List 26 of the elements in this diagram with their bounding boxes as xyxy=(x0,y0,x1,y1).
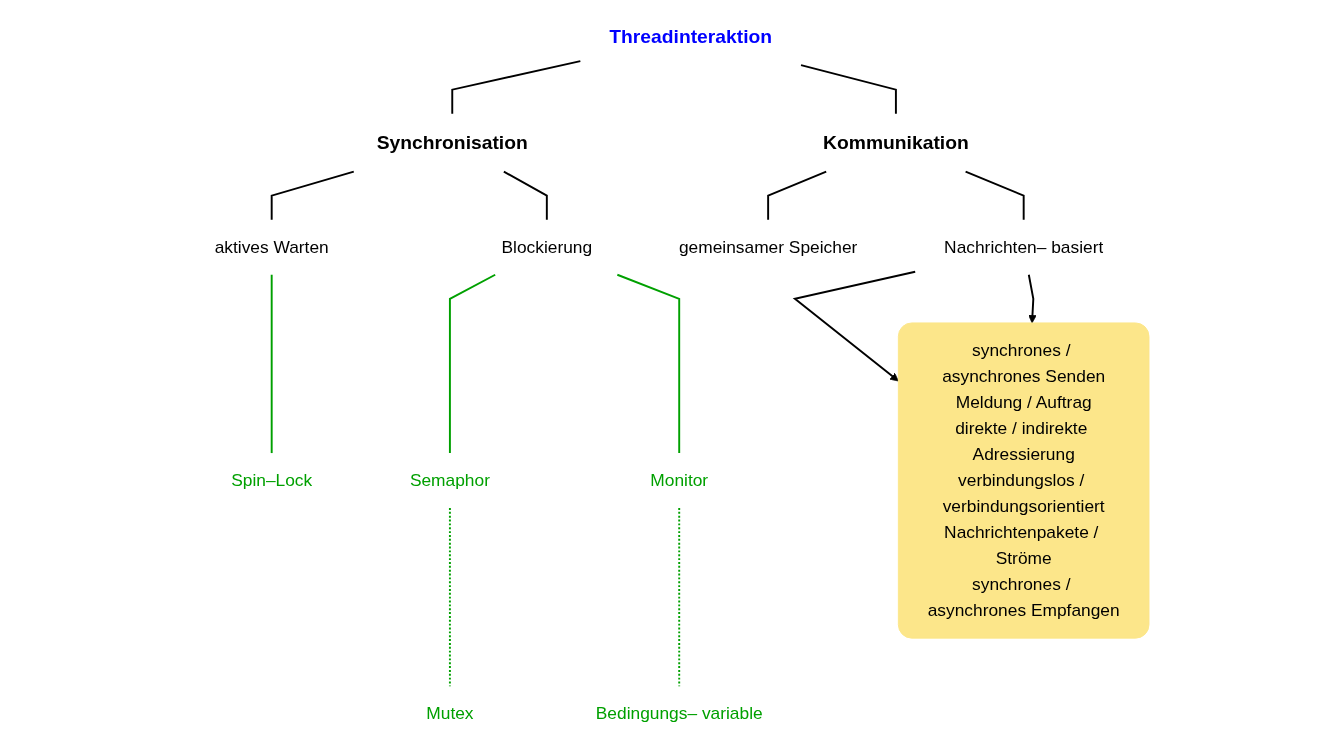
node-text: gemeinsamer Speicher xyxy=(679,237,858,257)
arrow xyxy=(792,270,917,382)
connector xyxy=(800,64,897,115)
node-text: Spin–Lock xyxy=(231,470,313,490)
node-text: Synchronisation xyxy=(376,132,528,154)
node-text: Kommunikation xyxy=(823,132,969,154)
connector xyxy=(270,273,273,455)
node-text: Semaphor xyxy=(410,470,491,490)
connector xyxy=(964,170,1025,221)
node-text: Nachrichten– basiert xyxy=(944,237,1104,257)
node-box: synchrones / asynchrones Senden Meldung / Auftrag direkte / indirekte Adressierung verbindungslos / verbindungsorientiert Nachrichtenpakete / Ströme synchrones / asynchrones Empfangen xyxy=(898,322,1150,639)
node-text: Blockierung xyxy=(501,237,593,257)
node-text: Monitor xyxy=(650,470,709,490)
connector xyxy=(503,170,548,221)
connector xyxy=(678,507,681,688)
node-text: Mutex xyxy=(426,703,474,723)
connector xyxy=(767,170,828,221)
connector xyxy=(270,170,355,221)
node-text: Threadinteraktion xyxy=(609,26,773,48)
arrow xyxy=(1028,273,1037,324)
connector xyxy=(451,60,582,115)
connector xyxy=(449,273,497,455)
node-text: aktives Warten xyxy=(214,237,329,257)
connector xyxy=(449,507,451,688)
node-text: Bedingungs– variable xyxy=(595,703,763,723)
connector xyxy=(616,273,681,455)
